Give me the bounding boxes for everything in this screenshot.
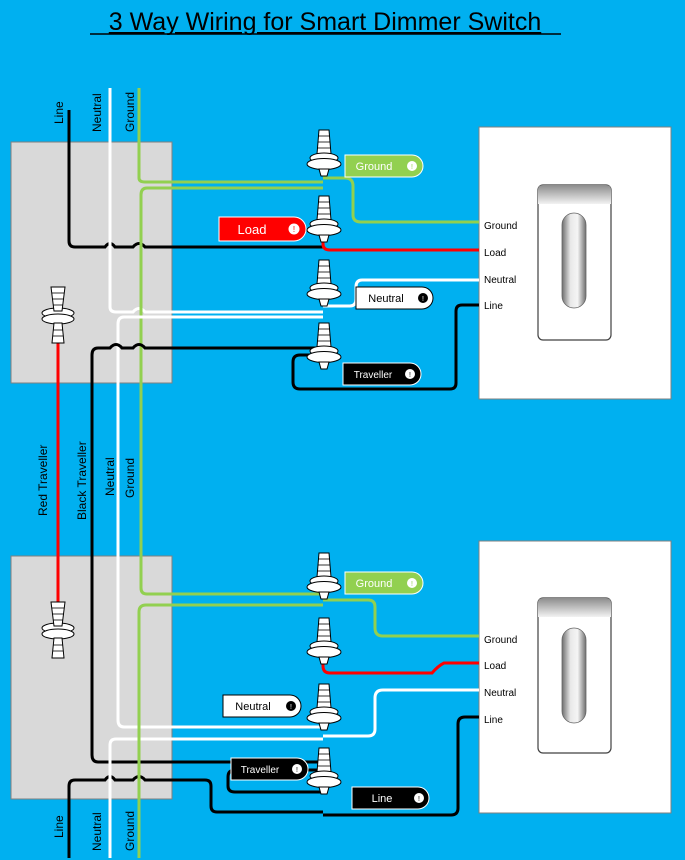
page-title: 3 Way Wiring for Smart Dimmer Switch: [109, 8, 541, 36]
top-dimmer-switch: [478, 126, 672, 400]
svg-text:Load: Load: [238, 222, 267, 237]
bottom-traveller-tag: Traveller !: [230, 757, 309, 781]
top-traveller-wire-nut: [306, 322, 342, 370]
svg-text:!: !: [418, 796, 420, 803]
top-traveller-tag: Traveller !: [342, 362, 422, 386]
svg-text:!: !: [296, 767, 298, 774]
bottom-neutral-wire-nut: [306, 683, 342, 731]
top-dimmer-ground-wire: [323, 176, 479, 224]
top-ground-wire: [137, 88, 323, 184]
bottom-dimmer-ground-wire: [323, 598, 479, 638]
svg-text:!: !: [293, 225, 295, 234]
bottom-line-label: Line: [52, 815, 66, 838]
top-neutral-label: Neutral: [90, 93, 104, 132]
svg-text:Ground: Ground: [356, 578, 393, 590]
top-terminal-neutral-label: Neutral: [484, 275, 516, 286]
svg-text:Neutral: Neutral: [368, 293, 403, 305]
bottom-terminal-neutral-label: Neutral: [484, 688, 516, 699]
bottom-ground-tag: Ground !: [344, 571, 424, 595]
top-load-wire-nut: [306, 195, 342, 243]
top-load-tag: Load !: [218, 216, 307, 242]
middle-neutral-wire: [116, 315, 323, 729]
svg-text:Neutral: Neutral: [235, 701, 270, 713]
svg-text:!: !: [422, 296, 424, 303]
bottom-terminal-load-label: Load: [484, 661, 506, 672]
svg-text:Traveller: Traveller: [241, 765, 280, 776]
bottom-load-wire-nut: [306, 617, 342, 665]
middle-neutral-label: Neutral: [103, 457, 117, 496]
top-terminal-ground-label: Ground: [484, 221, 517, 232]
top-terminal-line-label: Line: [484, 301, 503, 312]
bottom-neutral-label: Neutral: [90, 812, 104, 851]
bottom-neutral-wire: [108, 737, 323, 858]
bottom-terminal-line-label: Line: [484, 715, 503, 726]
top-ground-tag: Ground !: [344, 154, 424, 178]
bottom-terminal-ground-label: Ground: [484, 635, 517, 646]
bottom-ground-wire-nut: [306, 552, 342, 600]
bottom-dimmer-neutral-wire: [323, 688, 479, 738]
top-ground-label: Ground: [123, 92, 137, 132]
svg-text:!: !: [409, 372, 411, 379]
svg-text:!: !: [411, 581, 413, 588]
bottom-dimmer-switch: [478, 540, 672, 814]
top-line-label: Line: [52, 101, 66, 124]
top-ground-wire-nut: [306, 129, 342, 177]
bottom-neutral-tag: Neutral !: [222, 694, 302, 718]
svg-text:!: !: [411, 164, 413, 171]
bottom-ground-wire: [137, 603, 323, 858]
bottom-dimmer-line-wire: [323, 715, 479, 817]
svg-text:Traveller: Traveller: [354, 370, 393, 381]
bottom-line-tag: Line !: [351, 786, 430, 810]
top-dimmer-line-wire: [291, 303, 479, 391]
top-neutral-wire-nut: [306, 259, 342, 307]
top-dimmer-load-wire: [321, 237, 479, 252]
black-traveller-wire: [90, 343, 323, 764]
bottom-dimmer-load-wire: [321, 655, 479, 675]
svg-text:!: !: [290, 704, 292, 711]
black-traveller-label: Black Traveller: [75, 441, 89, 520]
svg-text:Line: Line: [372, 793, 393, 805]
bottom-ground-label: Ground: [123, 811, 137, 851]
top-neutral-tag: Neutral !: [355, 286, 434, 310]
top-terminal-load-label: Load: [484, 248, 506, 259]
middle-ground-wire: [139, 186, 323, 596]
red-traveller-label: Red Traveller: [36, 445, 50, 516]
middle-ground-label: Ground: [123, 458, 137, 498]
svg-text:Ground: Ground: [356, 161, 393, 173]
